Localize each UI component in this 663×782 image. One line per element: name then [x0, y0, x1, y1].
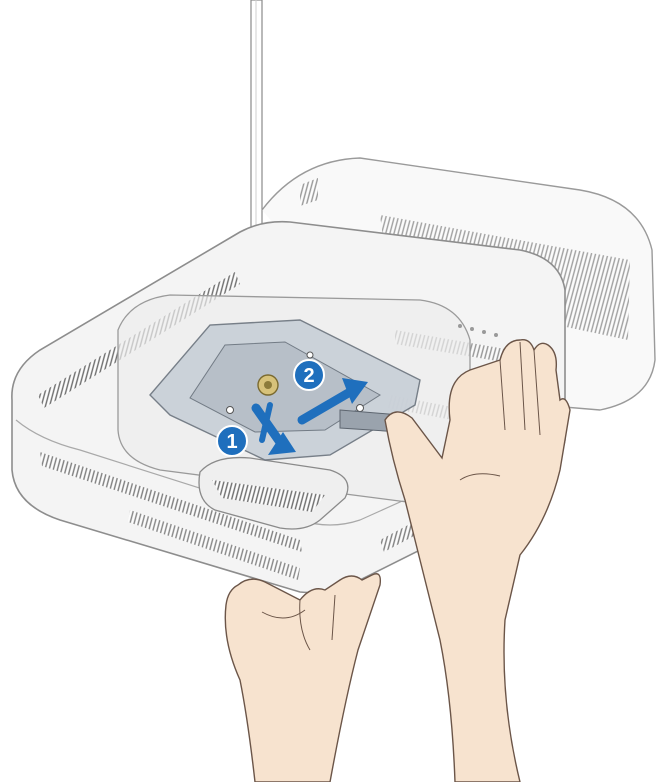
step-2-badge: 2 — [294, 360, 324, 390]
left-hand — [225, 574, 380, 782]
step-1-badge: 1 — [217, 426, 247, 456]
mounting-pole — [251, 0, 262, 240]
step-1-number: 1 — [226, 431, 237, 453]
step-2-number: 2 — [303, 365, 314, 387]
